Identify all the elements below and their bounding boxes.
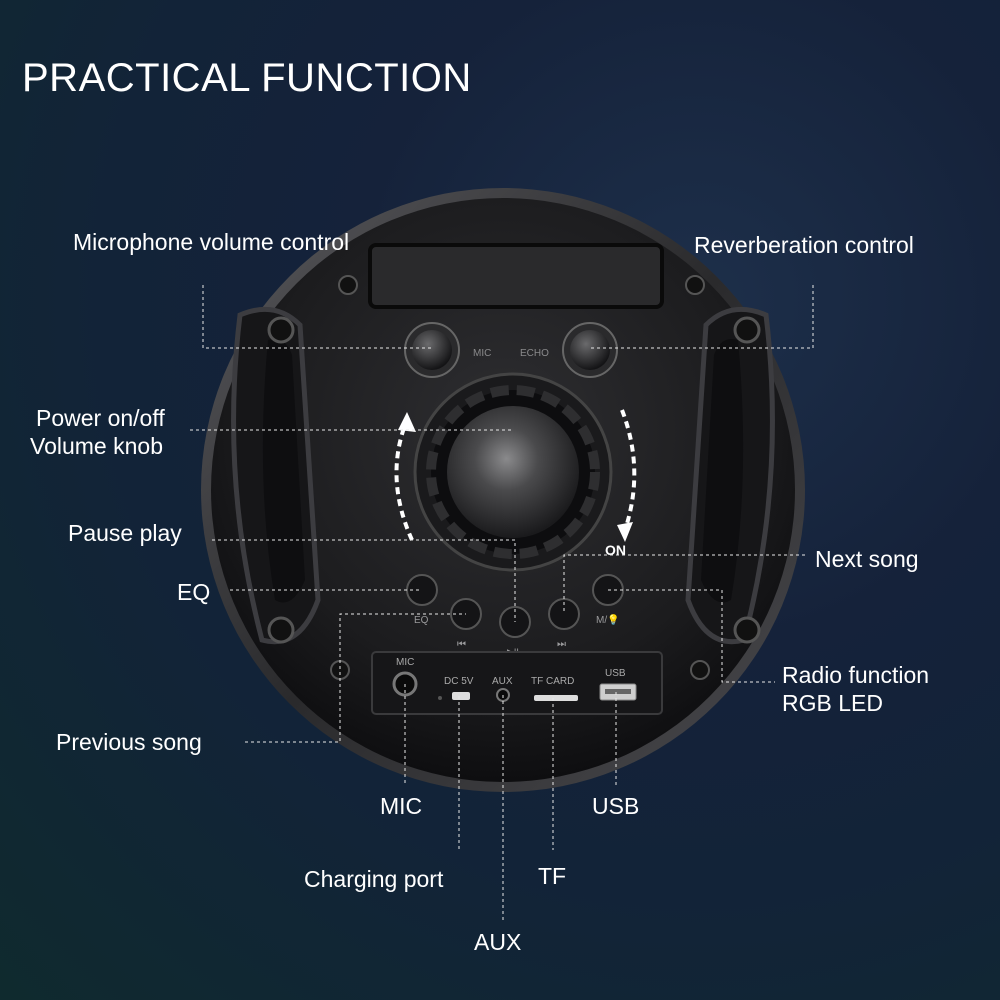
- btn-prev-label: ⏮: [457, 639, 466, 650]
- callout-eq: EQ: [177, 579, 211, 605]
- callout-reverb: Reverberation control: [694, 232, 914, 258]
- callout-leader-lines: [190, 285, 814, 920]
- callout-power-line1: Power on/off: [36, 405, 165, 431]
- rotation-arrows-icon: [394, 409, 637, 541]
- knob-echo-label: ECHO: [520, 348, 549, 359]
- callout-next-song: Next song: [815, 546, 919, 572]
- callout-mic: MIC: [380, 793, 423, 819]
- callout-usb: USB: [592, 793, 640, 819]
- callout-mic-volume: Microphone volume control: [73, 229, 350, 255]
- volume-knob: [413, 372, 613, 572]
- on-indicator: ON: [605, 542, 626, 558]
- btn-mode-label: M/💡: [596, 613, 620, 626]
- btn-next-label: ⏭: [557, 639, 566, 650]
- callout-power-line2: Volume knob: [30, 433, 163, 459]
- knob-mic-label: MIC: [473, 348, 491, 359]
- btn-eq-label: EQ: [414, 615, 429, 626]
- callout-pause-play: Pause play: [68, 520, 182, 546]
- callout-tf: TF: [538, 863, 567, 889]
- callout-radio-line2: RGB LED: [782, 690, 883, 716]
- port-mic-label: MIC: [396, 657, 414, 668]
- page-title: PRACTICAL FUNCTION: [22, 56, 472, 100]
- mic-knob: [404, 322, 460, 378]
- port-tf-label: TF CARD: [531, 676, 574, 687]
- callout-radio-line1: Radio function: [782, 662, 930, 688]
- port-dc-label: DC 5V: [444, 676, 474, 687]
- echo-knob: [562, 322, 618, 378]
- callout-aux: AUX: [474, 929, 522, 955]
- port-usb-label: USB: [605, 668, 626, 679]
- callout-charging-port: Charging port: [304, 866, 444, 892]
- callout-previous-song: Previous song: [56, 729, 202, 755]
- port-aux-label: AUX: [492, 676, 513, 687]
- port-panel: [371, 651, 663, 715]
